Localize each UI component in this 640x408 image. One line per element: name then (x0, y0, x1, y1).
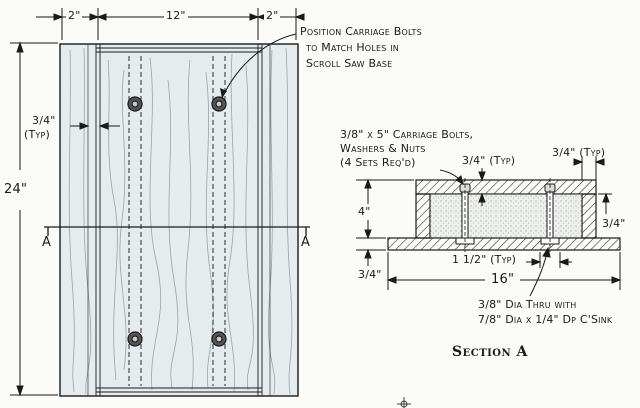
section-height-label: 4" (358, 205, 371, 218)
dim-height-label: 24" (4, 182, 28, 197)
section-a-drawing (387, 178, 621, 252)
hole-line-1: 3/8" Dia Thru with (478, 298, 577, 311)
section-line (44, 226, 310, 236)
dim-lip-label: 3/4" (32, 114, 56, 127)
bolt-heads (127, 96, 227, 347)
bolts-line-3: (4 Sets Req'd) (340, 156, 416, 169)
section-label-right: A (301, 235, 311, 250)
note-line-3: Scroll Saw Base (306, 57, 393, 70)
dim-mid-label: 12" (164, 9, 188, 22)
section-label-left: A (42, 235, 52, 250)
dim-left-label: 2" (66, 9, 83, 22)
lip-dimension (70, 122, 120, 130)
registration-mark (397, 397, 411, 408)
height-dimension-line (10, 41, 58, 397)
dim-right-typ-label: 3/4" (Typ) (552, 146, 606, 159)
note-line-2: to Match Holes in (306, 41, 399, 54)
section-dimensions (356, 156, 622, 297)
hole-line-2: 7/8" Dia x 1/4" Dp C'Sink (478, 313, 613, 326)
section-spacing-label: 1 1/2" (Typ) (452, 253, 517, 266)
bolts-line-2: Washers & Nuts (340, 142, 426, 155)
dim-lip-typ-label: (Typ) (24, 128, 51, 141)
note-line-1: Position Carriage Bolts (300, 25, 422, 38)
section-bottom-label: 3/4" (358, 268, 382, 281)
hidden-bolt-lines (128, 56, 226, 386)
note-leader (221, 33, 297, 99)
dim-top-typ-label: 3/4" (Typ) (462, 154, 516, 167)
dim-right-label: 2" (264, 9, 281, 22)
section-side-label: 3/4" (602, 217, 626, 230)
section-length-label: 16" (491, 272, 515, 287)
section-title: Section A (452, 344, 528, 360)
wood-grain (68, 47, 293, 395)
bolts-line-1: 3/8" x 5" Carriage Bolts, (340, 128, 474, 141)
lip-rails (87, 44, 271, 396)
